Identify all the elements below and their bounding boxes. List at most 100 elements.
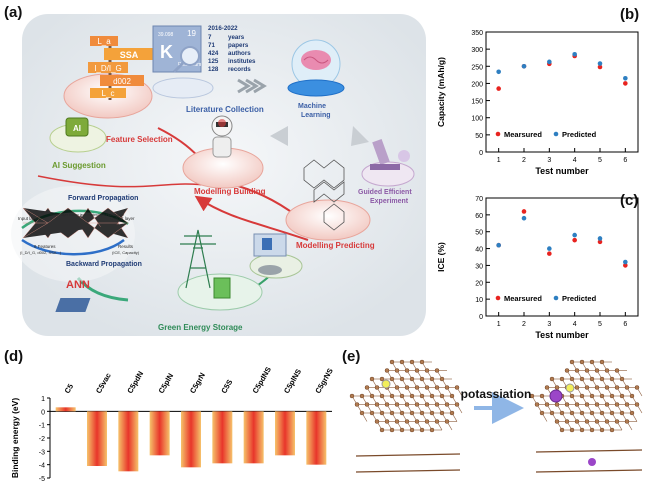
carbon-atom (579, 376, 585, 382)
x-tick-label: 3 (547, 321, 551, 328)
carbon-atom (619, 393, 625, 399)
carbon-lattice-right (529, 359, 643, 433)
carbon-atom (569, 393, 575, 399)
structure-panel: potassiation (349, 359, 643, 473)
svg-text:424: 424 (208, 50, 219, 57)
hidden-layers-label: Hidden layer Hidden layer Hidden layer H… (50, 213, 125, 217)
data-point (521, 215, 527, 221)
carbon-atom (569, 410, 575, 416)
carbon-atom (429, 427, 435, 433)
modelling-building-label: Modelling Building (194, 187, 266, 196)
carbon-atom (599, 376, 605, 382)
carbon-atom (379, 376, 385, 382)
svg-text:records: records (228, 66, 251, 73)
y-tick-label: 0 (479, 150, 483, 157)
svg-text:7: 7 (208, 34, 212, 41)
carbon-atom (409, 427, 415, 433)
category-label: C5vac (94, 371, 113, 395)
green-storage-label: Green Energy Storage (158, 323, 243, 332)
y-tick-label: 30 (475, 263, 483, 270)
data-point (547, 246, 552, 251)
carbon-lattice-left (349, 359, 463, 433)
y-tick-label: -5 (39, 476, 45, 483)
x-tick-label: 2 (522, 157, 526, 164)
carbon-atom (624, 402, 630, 407)
svg-text:L_c: L_c (102, 89, 115, 98)
modelling-predicting-label: Modelling Predicting (296, 241, 375, 250)
svg-text:SSA: SSA (120, 50, 139, 60)
carbon-atom (594, 368, 600, 373)
data-point (496, 86, 501, 91)
data-point (496, 242, 501, 248)
bar (212, 411, 233, 464)
legend-label: Predicted (562, 130, 597, 139)
carbon-atom (559, 427, 565, 433)
y-tick-label: 250 (471, 64, 483, 71)
feature-selection-label: Feature Selection (106, 135, 173, 144)
data-point (623, 75, 628, 81)
gray-arrow (351, 126, 369, 146)
chevron-arrows (237, 78, 267, 94)
legend-marker (495, 131, 501, 137)
carbon-atom (404, 368, 410, 373)
data-point (521, 63, 527, 69)
carbon-atom (454, 385, 460, 390)
carbon-atom (429, 410, 435, 416)
svg-text:39.098: 39.098 (158, 32, 174, 38)
data-point (572, 232, 577, 238)
carbon-atom (419, 359, 425, 365)
carbon-atom (549, 376, 555, 382)
carbon-atom (584, 368, 590, 373)
panel-b-label: (b) (620, 6, 640, 23)
carbon-atom (624, 385, 630, 390)
brain-icon (287, 39, 345, 97)
panel-e-label: (e) (342, 348, 361, 365)
input-layer-label: Input layer (18, 216, 40, 221)
carbon-atom (394, 419, 400, 424)
carbon-atom (359, 393, 365, 399)
carbon-atom (404, 385, 410, 390)
data-point (572, 237, 577, 243)
carbon-atom (444, 419, 450, 424)
carbon-atom (444, 402, 450, 407)
carbon-atom (589, 410, 595, 416)
legend-marker (553, 131, 559, 137)
legend-marker (495, 295, 501, 301)
carbon-atom (609, 410, 615, 416)
category-label: C5grNS (313, 367, 335, 395)
carbon-atom (399, 427, 405, 433)
y-axis-label: Capacity (mAh/g) (436, 57, 446, 127)
carbon-atom (614, 385, 620, 390)
carbon-atom (559, 376, 565, 382)
bar (275, 411, 295, 456)
bar (118, 411, 139, 472)
bar (149, 411, 170, 456)
category-label: C5pdNS (251, 365, 273, 395)
sulfur-atom (381, 379, 391, 389)
carbon-atom (399, 359, 405, 365)
y-axis-label: ICE (%) (436, 242, 446, 272)
carbon-atom (449, 393, 455, 399)
carbon-atom (424, 385, 430, 390)
carbon-atom (409, 393, 415, 399)
backward-propagation-label: Backward Propagation (66, 261, 142, 268)
carbon-atom (589, 359, 595, 365)
carbon-atom (599, 427, 605, 433)
svg-text:19: 19 (187, 29, 196, 38)
carbon-atom (394, 385, 400, 390)
graphene-icon (303, 159, 345, 231)
y-tick-label: -1 (39, 423, 45, 430)
carbon-atom (604, 368, 610, 373)
svg-text:institutes: institutes (228, 58, 256, 65)
bar (306, 411, 327, 465)
carbon-atom (409, 359, 415, 365)
guided-experiment-label-2: Experiment (370, 198, 409, 205)
carbon-atom (614, 368, 620, 373)
carbon-atom (594, 402, 600, 407)
carbon-atom (564, 402, 570, 407)
carbon-atom (544, 385, 550, 390)
carbon-atom (384, 402, 390, 407)
y-tick-label: 100 (471, 116, 483, 123)
carbon-atom (569, 376, 575, 382)
